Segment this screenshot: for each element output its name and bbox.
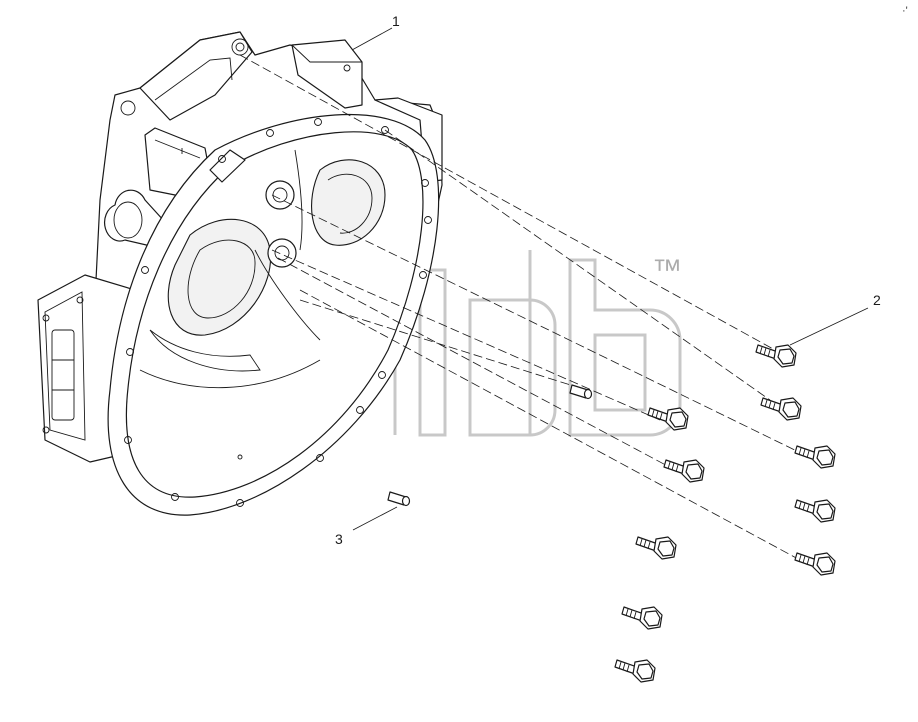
flange-bolt [614,659,656,683]
callout-3: 3 [335,531,343,547]
assembly-dash-lines [239,54,806,561]
flange-bolt [635,536,677,560]
flange-bolt [621,606,663,630]
dowel-pin [569,384,593,400]
flange-bolt [647,407,689,431]
flange-bolt [760,397,802,421]
callout-3-leader [352,506,398,531]
flange-bolt [794,499,836,523]
flange-bolt [755,344,797,368]
flywheel-housing [37,31,443,516]
flange-bolt [794,445,836,469]
flange-bolt-holes [124,118,432,507]
callout-1-leader [351,27,393,51]
flange-bolt [794,552,836,576]
callout-1: 1 [392,13,400,29]
dowel-pin [387,491,411,507]
callout-2: 2 [873,292,881,308]
trademark-symbol: ™ [652,254,682,287]
callout-2-leader [789,307,869,346]
flange-bolt [663,459,705,483]
corner-mark: ·' [902,5,908,17]
